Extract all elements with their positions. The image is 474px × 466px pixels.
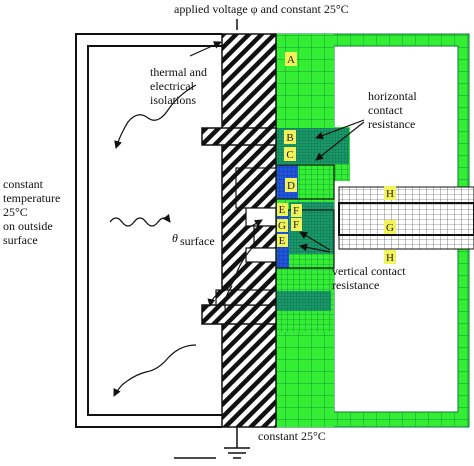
outside-label-line1: constant — [3, 177, 44, 191]
vertical-label-line1: vertical contact — [332, 264, 406, 278]
region-label-g-right: G — [386, 222, 394, 234]
region-label-d: D — [287, 180, 295, 192]
heat-wave-arrows — [109, 84, 253, 397]
outside-label-line5: surface — [3, 233, 38, 247]
vertical-label-line2: resistance — [332, 278, 379, 292]
region-label-a: A — [287, 54, 295, 66]
outside-label-line4: on outside — [3, 219, 53, 233]
isolation-label: thermal and electrical isolations — [150, 65, 207, 107]
horizontal-contact-label: horizontal contact resistance — [368, 89, 417, 131]
isolation-label-line2: electrical — [150, 79, 195, 93]
vertical-contact-label: vertical contact resistance — [332, 264, 406, 292]
theta-surface-label: θ surface — [172, 231, 215, 248]
region-label-e2: E — [279, 235, 286, 247]
outside-temperature-label: constant temperature 25°C on outside sur… — [3, 177, 60, 247]
applied-voltage-label: applied voltage φ and constant 25°C — [174, 2, 349, 16]
pointer-arrows — [189, 41, 365, 253]
theta-subscript: surface — [180, 234, 215, 248]
isolation-label-line1: thermal and — [150, 65, 207, 79]
region-label-e1: E — [279, 204, 286, 216]
isolation-label-line3: isolations — [150, 93, 196, 107]
theta-symbol: θ — [172, 231, 178, 245]
isolation-frame — [75, 33, 222, 428]
horizontal-label-line3: resistance — [368, 117, 415, 131]
region-markers: A B C D E F G E F H G H — [277, 52, 396, 264]
outside-label-line2: temperature — [3, 191, 60, 205]
outside-label-line3: 25°C — [3, 205, 28, 219]
region-label-c: C — [286, 149, 293, 161]
sample-block — [338, 186, 474, 250]
region-label-f2: F — [293, 219, 299, 231]
horizontal-label-line2: contact — [368, 103, 403, 117]
horizontal-label-line1: horizontal — [368, 89, 417, 103]
region-label-h-top: H — [386, 188, 394, 200]
contact-outlines — [275, 164, 335, 269]
region-label-b: B — [286, 132, 293, 144]
region-label-g-left: G — [278, 220, 286, 232]
bottom-temperature-label: constant 25°C — [258, 429, 326, 443]
hatched-insulator — [201, 33, 277, 428]
mesh-electrode — [275, 33, 470, 428]
region-label-f1: F — [293, 205, 299, 217]
ground-symbol — [174, 19, 250, 459]
region-label-h-bottom: H — [386, 252, 394, 264]
